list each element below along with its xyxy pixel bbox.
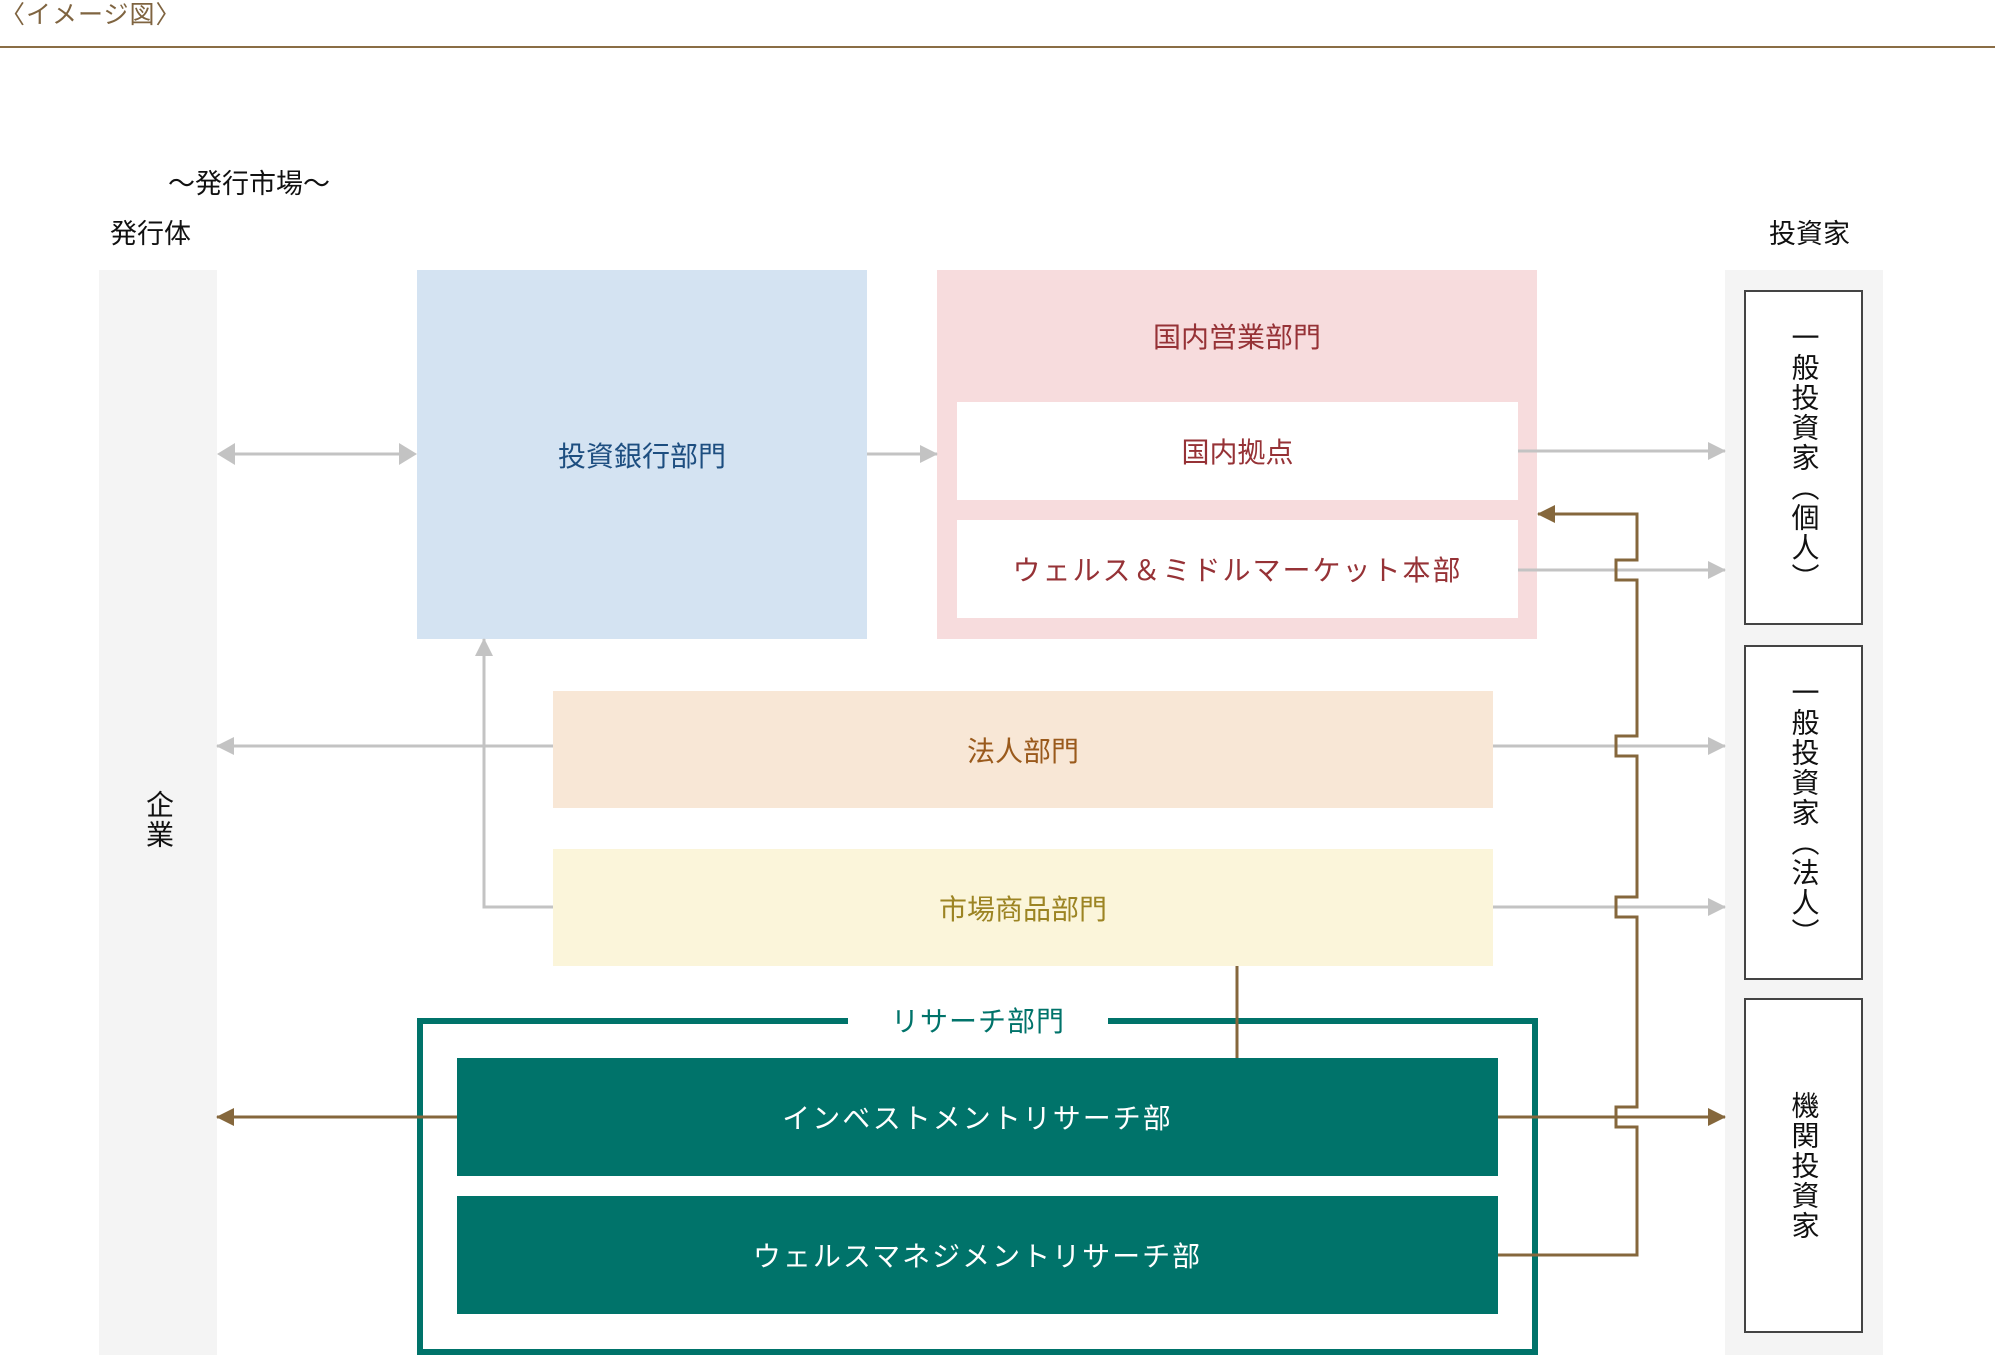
arrow-markets-to-ib bbox=[475, 638, 553, 909]
issuer-heading: 発行体 bbox=[110, 219, 191, 250]
primary-market-label: ～発行市場～ bbox=[168, 169, 330, 200]
investor-box-institutional: 機関投資家 bbox=[1744, 998, 1863, 1333]
issuer-column bbox=[99, 270, 217, 1355]
investor-box-individual: 一般投資家（個人） bbox=[1744, 290, 1863, 625]
arrow-wm-research-to-retail bbox=[1498, 505, 1639, 1257]
global-markets-division: 市場商品部門 bbox=[553, 849, 1493, 966]
arrow-ib-right-head bbox=[399, 443, 417, 465]
investor-corporate-label: 一般投資家（法人） bbox=[1787, 677, 1821, 948]
corporation-label: 企業 bbox=[142, 790, 175, 850]
investment-research-dept: インベストメントリサーチ部 bbox=[457, 1058, 1498, 1176]
wealth-middle-market-box: ウェルス＆ミドルマーケット本部 bbox=[957, 520, 1518, 618]
header-divider bbox=[0, 46, 1995, 48]
investor-individual-label: 一般投資家（個人） bbox=[1787, 322, 1821, 593]
diagram-caption: 〈イメージ図〉 bbox=[0, 0, 182, 29]
wealth-management-research-dept: ウェルスマネジメントリサーチ部 bbox=[457, 1196, 1498, 1314]
investment-banking-division: 投資銀行部門 bbox=[417, 270, 867, 639]
corporate-division: 法人部門 bbox=[553, 691, 1493, 808]
research-division-title: リサーチ部門 bbox=[848, 998, 1108, 1042]
retail-division-title: 国内営業部門 bbox=[1152, 321, 1321, 354]
investor-institutional-label: 機関投資家 bbox=[1787, 1090, 1821, 1241]
investor-heading: 投資家 bbox=[1769, 219, 1850, 250]
arrow-ib-left-head bbox=[217, 443, 235, 465]
investor-box-corporate: 一般投資家（法人） bbox=[1744, 645, 1863, 980]
domestic-branches-box: 国内拠点 bbox=[957, 402, 1518, 500]
